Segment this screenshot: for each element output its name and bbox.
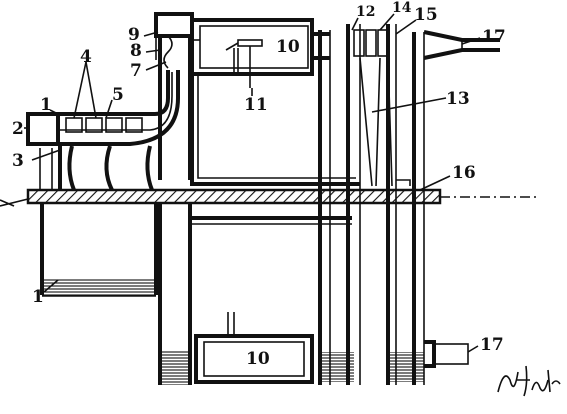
turbine-blades xyxy=(353,29,411,187)
leader-lines xyxy=(24,13,481,353)
fuel-burner xyxy=(225,39,263,88)
label-14: 14 xyxy=(392,0,412,16)
compressor-disc-lower xyxy=(40,203,158,297)
inner-casing xyxy=(190,74,360,225)
label-10-top: 10 xyxy=(276,37,300,57)
label-2: 2 xyxy=(12,119,24,139)
exhaust-nozzle-upper xyxy=(423,30,500,60)
compressor-impeller xyxy=(39,145,154,191)
label-8: 8 xyxy=(130,41,142,61)
label-9: 9 xyxy=(128,25,140,45)
label-12: 12 xyxy=(356,4,375,20)
label-10-bottom: 10 xyxy=(246,349,270,369)
label-16: 16 xyxy=(452,163,476,183)
inventor-signature xyxy=(497,365,561,397)
label-5: 5 xyxy=(112,85,124,105)
label-1-bottom: 1 xyxy=(32,287,44,307)
label-1-top: 1 xyxy=(40,95,52,115)
compressor-housing xyxy=(26,70,180,146)
label-7: 7 xyxy=(130,61,142,81)
exhaust-nozzle-lower xyxy=(424,340,469,368)
label-17-bottom: 17 xyxy=(480,335,504,355)
main-shaft xyxy=(0,188,540,207)
label-11: 11 xyxy=(244,95,268,115)
label-3: 3 xyxy=(12,151,24,171)
label-15: 15 xyxy=(414,5,438,25)
turbine-casing xyxy=(318,24,425,385)
combustion-chamber-upper xyxy=(190,18,330,76)
label-4: 4 xyxy=(80,47,92,67)
label-13: 13 xyxy=(446,89,470,109)
label-17-top: 17 xyxy=(482,27,506,47)
reference-labels: 1 2 3 4 5 1 9 8 7 10 11 12 14 15 13 16 1… xyxy=(12,0,506,369)
combustion-chamber-lower xyxy=(194,312,314,384)
